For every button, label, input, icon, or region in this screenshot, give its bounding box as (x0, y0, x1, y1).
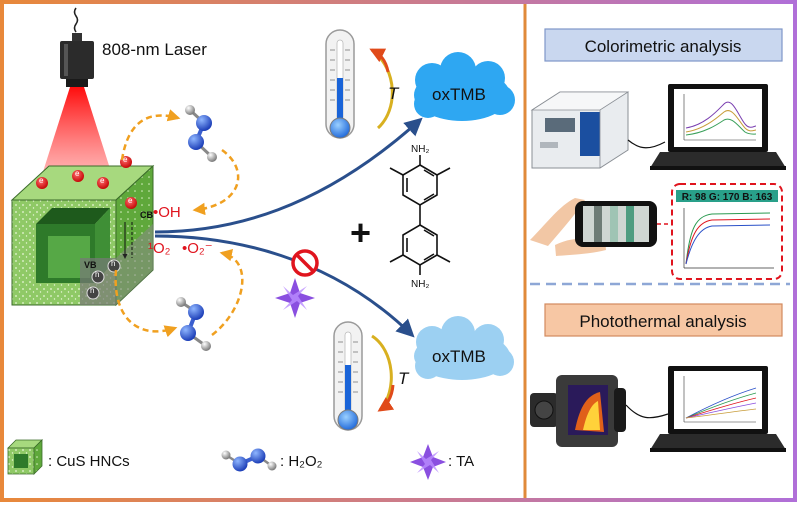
thermal-camera-icon (530, 375, 626, 447)
temp-rise-arrow-bottom (377, 384, 395, 412)
laptop-temperature-icon (650, 366, 786, 452)
cable-camera (625, 404, 669, 419)
cb-label: CB (140, 210, 153, 220)
amine-top: NH₂ (411, 144, 429, 155)
oxtmb-cloud-top (414, 52, 515, 121)
concentration-curve-chart (683, 208, 774, 269)
legend-cus-icon (7, 439, 43, 475)
no-entry-icon (291, 249, 319, 277)
arrow-to-oxtmb-top (154, 117, 423, 234)
hole-label-1: h (95, 270, 100, 279)
tmb-structure (389, 155, 451, 275)
rgb-readout: R: 98 G: 170 B: 163 (682, 192, 773, 203)
legend-ta-text: : TA (448, 453, 474, 470)
photothermal-title: Photothermal analysis (579, 312, 746, 331)
vb-label: VB (84, 260, 97, 270)
electron-label-2: e (75, 169, 80, 178)
oxtmb-label-bottom: oxTMB (432, 347, 486, 366)
colorimetric-title: Colorimetric analysis (585, 37, 742, 56)
spectrophotometer-icon (530, 91, 630, 169)
oxtmb-label-top: oxTMB (432, 85, 486, 104)
legend-cus-text: : CuS HNCs (48, 453, 130, 470)
rgb-zoom-box (671, 183, 783, 280)
hole-dots (86, 259, 121, 300)
hole-label-2: h (111, 259, 116, 268)
superoxide-radical: •O₂⁻ (182, 240, 213, 257)
electron-dots (36, 156, 137, 209)
laser-label: 808-nm Laser (102, 40, 207, 59)
oxtmb-cloud-bottom (414, 316, 514, 380)
arrow-to-oxtmb-bottom (154, 234, 415, 338)
singlet-oxygen: ¹O₂ (148, 240, 171, 257)
electron-label-1: e (39, 176, 44, 185)
cus-hnc-cube (10, 164, 155, 307)
laptop-spectra-icon (650, 84, 786, 170)
rgb-header-bar (676, 190, 778, 202)
cable-spectro (627, 139, 666, 149)
thermometer-bottom-icon (333, 321, 363, 431)
electron-label-5: e (128, 196, 133, 205)
hole-label-3: h (90, 286, 95, 295)
colorimetric-title-box (544, 28, 783, 62)
smartphone-icon (530, 198, 657, 256)
ta-star-icon (275, 278, 315, 318)
conversion-arrows (114, 109, 244, 338)
temp-rise-arrow-top (369, 48, 390, 73)
plus-sign: + (350, 212, 371, 253)
thermometer-top-icon (325, 29, 355, 139)
h2o2-molecule-bottom (176, 297, 211, 351)
amine-bottom: NH₂ (411, 279, 429, 290)
legend-h2o2-icon (221, 448, 277, 472)
electron-label-3: e (100, 176, 105, 185)
hydroxyl-radical: •OH (153, 204, 181, 221)
h2o2-molecule-top (185, 105, 217, 162)
photothermal-title-box (544, 303, 783, 337)
temperature-symbol-bottom: T (398, 369, 410, 388)
legend-ta-icon (410, 444, 446, 480)
legend-h2o2-text: : H₂O₂ (280, 453, 323, 470)
electron-label-4: e (123, 155, 128, 164)
temperature-symbol-top: T (388, 84, 400, 103)
